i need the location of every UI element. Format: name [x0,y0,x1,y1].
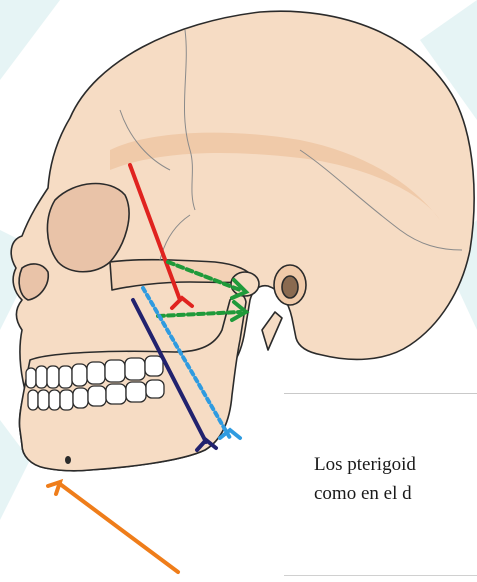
lower-tooth [126,382,146,402]
upper-tooth [125,358,145,380]
lower-tooth [106,384,126,404]
orange-arrow-head [48,482,60,494]
upper-tooth [87,362,105,384]
lower-tooth [38,390,49,410]
lower-tooth [88,386,106,406]
styloid-process [262,312,282,350]
caption-line-2: como en el d [314,483,412,505]
lower-tooth [28,390,38,410]
caption-panel: Los pterigoid como en el d [284,393,477,576]
ear-canal-inner [282,276,298,298]
orange-vector-line [60,484,178,572]
upper-tooth [36,366,47,388]
lower-tooth [73,388,88,408]
lower-tooth [60,390,73,410]
caption-line-1: Los pterigoid [314,454,416,476]
lower-tooth [146,380,164,398]
lower-tooth [49,390,60,410]
upper-tooth [145,356,163,376]
upper-tooth [47,366,59,388]
upper-tooth [72,364,87,386]
upper-tooth [26,368,36,388]
upper-tooth [59,366,72,388]
upper-tooth [105,360,125,382]
mental-foramen [65,456,71,464]
caption-divider [284,575,477,576]
